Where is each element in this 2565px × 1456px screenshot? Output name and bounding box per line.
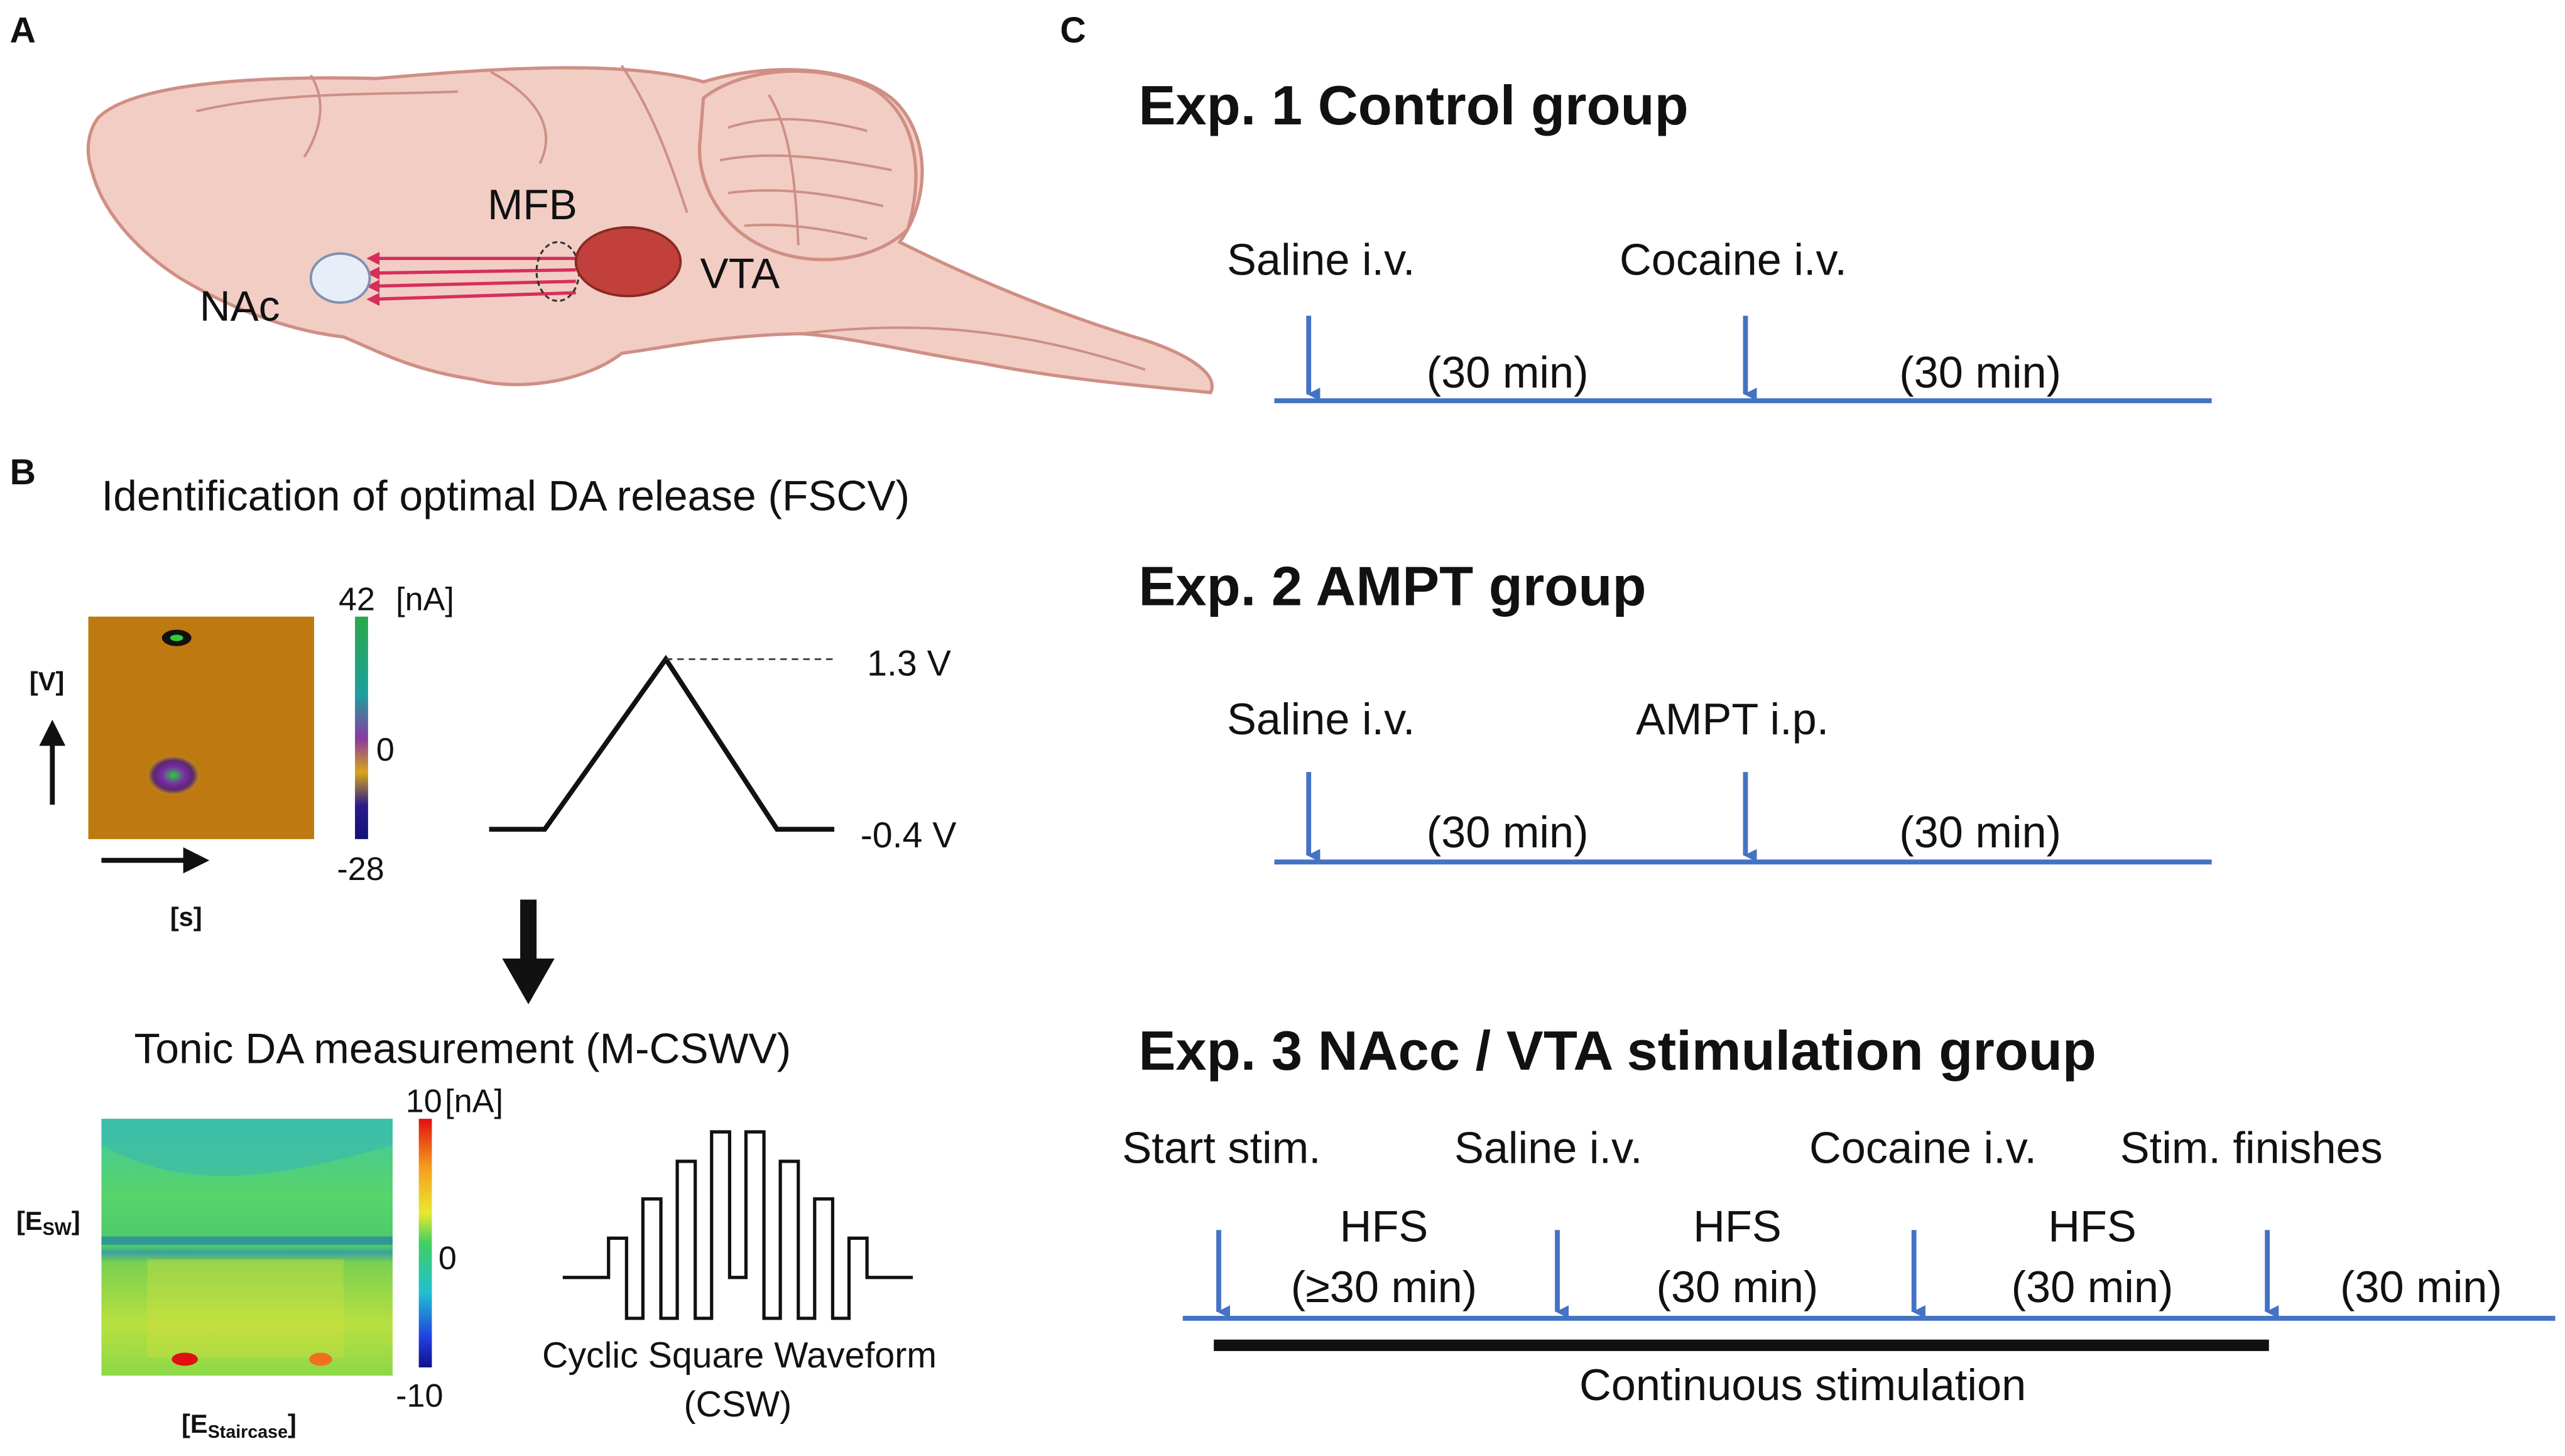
cyclic-square-waveform xyxy=(562,1130,913,1320)
exp3-event-start: Start stim. xyxy=(1122,1122,1321,1172)
exp3-event-finish: Stim. finishes xyxy=(2120,1122,2383,1172)
cortex-fold-line xyxy=(303,74,322,158)
exp3-interval-1: (≥30 min) xyxy=(1291,1262,1477,1312)
cortex-fold-line xyxy=(490,70,547,165)
fscv-x-arrow-icon xyxy=(101,847,210,874)
exp3-interval-4: (30 min) xyxy=(2340,1262,2502,1312)
exp1-title: Exp. 1 Control group xyxy=(1138,74,1688,136)
down-arrow-icon xyxy=(502,899,555,1004)
exp3-event-saline: Saline i.v. xyxy=(1454,1122,1643,1172)
mcswv-peak xyxy=(309,1352,332,1366)
nac-label: NAc xyxy=(200,283,280,330)
mcswv-colorbar-min: -10 xyxy=(396,1377,443,1414)
fscv-y-axis-label: [V] xyxy=(30,666,65,696)
exp3-interval-2: (30 min) xyxy=(1657,1262,1819,1312)
waveform-high-label: 1.3 V xyxy=(867,643,951,683)
exp1-event-2: Cocaine i.v. xyxy=(1620,234,1847,284)
fscv-x-axis-label: [s] xyxy=(170,902,202,932)
exp2-title: Exp. 2 AMPT group xyxy=(1138,555,1646,617)
panel-label-a: A xyxy=(10,11,36,51)
fscv-y-arrow-icon xyxy=(39,719,66,805)
mcswv-colorbar-mid: 0 xyxy=(438,1241,457,1277)
cortex-fold-line xyxy=(196,90,459,112)
fscv-colorbar-unit: [nA] xyxy=(396,581,454,617)
waveform-low-label: -0.4 V xyxy=(861,815,957,856)
csw-caption-line-2: (CSW) xyxy=(684,1384,792,1425)
continuous-stimulation-bar xyxy=(1214,1339,2269,1351)
csw-caption-line-1: Cyclic Square Waveform xyxy=(542,1335,937,1376)
exp1-timeline: Exp. 1 Control group Saline i.v. Cocaine… xyxy=(1138,74,2212,403)
panel-b-subtitle: Tonic DA measurement (M-CSWV) xyxy=(134,1026,792,1073)
mcswv-colorbar xyxy=(418,1119,432,1367)
nac-region xyxy=(309,252,371,304)
triangle-waveform xyxy=(489,655,838,832)
vta-region xyxy=(574,226,682,298)
exp1-interval-1: (30 min) xyxy=(1427,347,1589,397)
mfb-label: MFB xyxy=(487,182,577,229)
mfb-fibers xyxy=(369,256,576,302)
fscv-colorbar-mid: 0 xyxy=(376,732,395,768)
fiber xyxy=(369,268,576,275)
cerebellum-folia xyxy=(719,94,892,246)
exp2-interval-2: (30 min) xyxy=(1899,807,2061,857)
exp2-event-1: Saline i.v. xyxy=(1227,694,1415,744)
exp3-title: Exp. 3 NAcc / VTA stimulation group xyxy=(1138,1019,2096,1082)
exp1-event-1: Saline i.v. xyxy=(1227,234,1415,284)
fiber xyxy=(369,280,576,288)
exp2-interval-1: (30 min) xyxy=(1427,807,1589,857)
exp2-timeline: Exp. 2 AMPT group Saline i.v. AMPT i.p. … xyxy=(1138,555,2212,865)
panel-label-b: B xyxy=(10,452,36,492)
exp2-event-2: AMPT i.p. xyxy=(1636,694,1829,744)
panel-b-title: Identification of optimal DA release (FS… xyxy=(101,472,910,519)
fscv-colorbar-max: 42 xyxy=(339,581,375,617)
mcswv-colorbar-unit: [nA] xyxy=(445,1084,503,1120)
exp3-event-cocaine: Cocaine i.v. xyxy=(1809,1122,2037,1172)
fscv-oxidation-spot xyxy=(147,756,200,795)
mcswv-y-axis-label: [ESW] xyxy=(16,1206,80,1239)
brain-illustration xyxy=(86,65,1214,394)
fscv-colorbar xyxy=(355,616,368,839)
fscv-color-plot xyxy=(88,616,314,839)
mcswv-color-plot xyxy=(101,1119,393,1376)
vta-label: VTA xyxy=(700,250,780,297)
brainstem-line xyxy=(801,326,1146,371)
exp3-hfs-label: HFS xyxy=(2048,1201,2137,1251)
exp1-interval-2: (30 min) xyxy=(1899,347,2061,397)
mcswv-x-axis-label: [EStaircase] xyxy=(182,1409,297,1442)
exp3-hfs-label: HFS xyxy=(1693,1201,1782,1251)
fscv-colorbar-min: -28 xyxy=(337,851,384,888)
mcswv-colorbar-max: 10 xyxy=(406,1084,442,1120)
exp3-interval-3: (30 min) xyxy=(2012,1262,2174,1312)
fiber-arrowheads xyxy=(366,252,380,306)
exp3-hfs-label: HFS xyxy=(1340,1201,1429,1251)
cortex-fold-line xyxy=(620,65,689,214)
cerebellum xyxy=(697,69,918,261)
continuous-stimulation-label: Continuous stimulation xyxy=(1579,1360,2026,1410)
exp3-timeline: Exp. 3 NAcc / VTA stimulation group Star… xyxy=(1122,1019,2556,1410)
panel-label-c: C xyxy=(1060,11,1086,51)
mcswv-peak xyxy=(172,1352,199,1366)
fiber xyxy=(369,291,576,302)
